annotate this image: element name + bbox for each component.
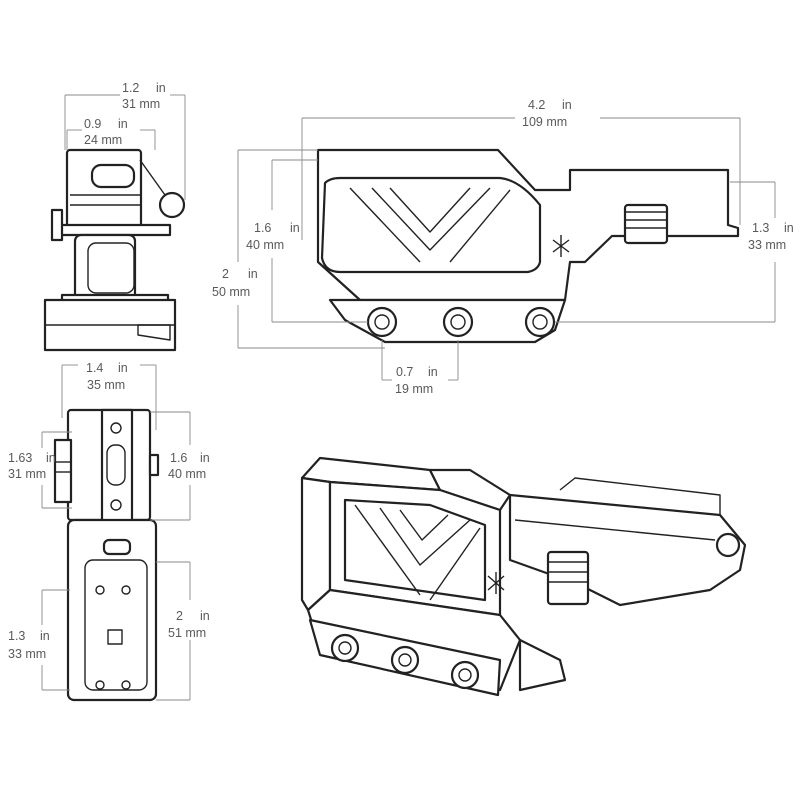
top-width-mm: 35 mm bbox=[87, 378, 125, 392]
front-dimensions bbox=[64, 94, 186, 200]
front-inner-width-in-unit: in bbox=[118, 117, 128, 131]
side-optic-height-mm: 40 mm bbox=[246, 238, 284, 252]
side-total-height-mm: 50 mm bbox=[212, 285, 250, 299]
side-view bbox=[316, 148, 740, 344]
top-left-offset-in: 1.63 bbox=[8, 451, 32, 465]
isometric-view bbox=[300, 456, 747, 697]
top-right-height-mm: 40 mm bbox=[168, 467, 206, 481]
side-rear-height-mm: 33 mm bbox=[748, 238, 786, 252]
front-view bbox=[43, 148, 186, 352]
side-total-height-in-unit: in bbox=[248, 267, 258, 281]
top-width-in: 1.4 bbox=[86, 361, 103, 375]
front-inner-width-in: 0.9 bbox=[84, 117, 101, 131]
side-optic-height-in: 1.6 bbox=[254, 221, 271, 235]
top-lower-width-mm: 33 mm bbox=[8, 647, 46, 661]
side-total-height-in: 2 bbox=[222, 267, 229, 281]
front-width-in-unit: in bbox=[156, 81, 166, 95]
top-lower-length-mm: 51 mm bbox=[168, 626, 206, 640]
side-length-mm: 109 mm bbox=[522, 115, 567, 129]
top-lower-length-in: 2 bbox=[176, 609, 183, 623]
top-dimensions bbox=[41, 364, 191, 701]
screw-pitch-mm: 19 mm bbox=[395, 382, 433, 396]
top-right-height-in: 1.6 bbox=[170, 451, 187, 465]
top-right-height-in-unit: in bbox=[200, 451, 210, 465]
top-lower-width-in: 1.3 bbox=[8, 629, 25, 643]
top-left-offset-in-unit: in bbox=[46, 451, 56, 465]
top-lower-width-in-unit: in bbox=[40, 629, 50, 643]
front-width-in: 1.2 bbox=[122, 81, 139, 95]
side-dimensions bbox=[237, 117, 776, 381]
screw-pitch-in-unit: in bbox=[428, 365, 438, 379]
top-left-offset-mm: 31 mm bbox=[8, 467, 46, 481]
top-lower-length-in-unit: in bbox=[200, 609, 210, 623]
front-width-mm: 31 mm bbox=[122, 97, 160, 111]
top-view bbox=[53, 408, 160, 702]
screw-pitch-in: 0.7 bbox=[396, 365, 413, 379]
side-rear-height-in-unit: in bbox=[784, 221, 794, 235]
side-length-in: 4.2 bbox=[528, 98, 545, 112]
side-rear-height-in: 1.3 bbox=[752, 221, 769, 235]
side-length-in-unit: in bbox=[562, 98, 572, 112]
side-optic-height-in-unit: in bbox=[290, 221, 300, 235]
front-inner-width-mm: 24 mm bbox=[84, 133, 122, 147]
top-width-in-unit: in bbox=[118, 361, 128, 375]
